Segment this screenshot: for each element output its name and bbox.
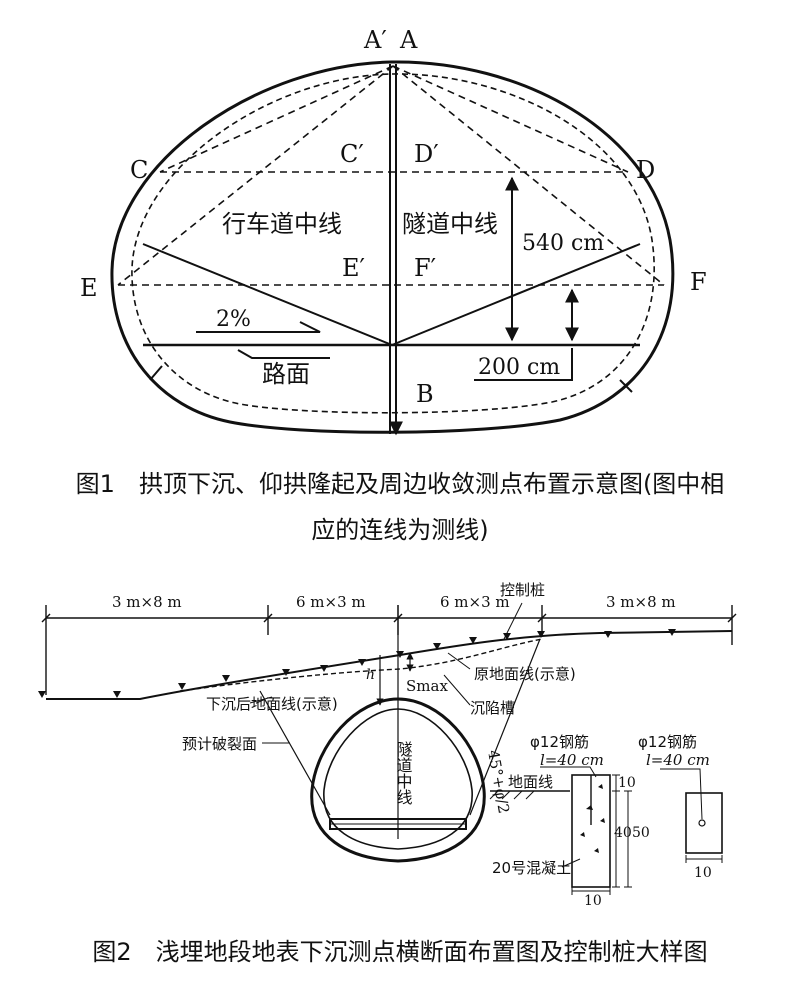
label-e: E <box>80 274 98 302</box>
fracture-line-right <box>469 638 541 816</box>
leader-settled <box>249 696 273 704</box>
label-f: F <box>690 268 707 296</box>
leader-trough <box>443 674 471 706</box>
road-leader <box>237 349 330 359</box>
label-fracture: 预计破裂面 <box>182 735 257 753</box>
label-h: h <box>366 667 375 683</box>
v-line-left <box>142 243 393 346</box>
label-original-ground: 原地面线(示意) <box>474 665 576 683</box>
label-w10-a: 10 <box>584 893 602 905</box>
label-lane-center: 行车道中线 <box>222 210 342 238</box>
dim-label-4: 3 m×8 m <box>606 593 676 611</box>
pile-detail-large <box>489 766 632 895</box>
label-w10-b: 10 <box>694 865 712 881</box>
fan-a-d <box>392 65 629 173</box>
label-ground-line: 地面线 <box>508 773 553 791</box>
label-a-prime: A′ <box>363 26 387 54</box>
label-road: 路面 <box>262 360 310 388</box>
figure1-caption-line2: 应的连线为测线) <box>311 516 489 544</box>
dim-label-1: 3 m×8 m <box>112 593 182 611</box>
label-d-prime: D′ <box>414 140 439 168</box>
pile-detail-small <box>660 768 723 863</box>
label-settled-ground: 下沉后地面线(示意) <box>206 695 338 713</box>
fan-a-f <box>392 65 665 286</box>
label-e-prime: E′ <box>342 254 365 282</box>
figure1-caption-line1: 图1 拱顶下沉、仰拱隆起及周边收敛测点布置示意图(图中相 <box>75 470 725 498</box>
label-dim-200: 200 cm <box>478 355 560 380</box>
fan-a-e <box>117 65 394 286</box>
fan-a-c <box>159 65 394 173</box>
label-trough: 沉陷槽 <box>470 699 515 717</box>
original-ground-line <box>46 630 733 700</box>
label-rebar-2-len: l=40 cm <box>646 751 710 769</box>
label-d40: 40 <box>614 825 632 841</box>
fracture-line-left <box>259 690 331 816</box>
dim-label-3: 6 m×3 m <box>440 593 510 611</box>
tunnel-section-outer <box>310 697 486 863</box>
label-slope: 2% <box>216 307 251 332</box>
label-dim-540: 540 cm <box>522 231 604 256</box>
label-control-pile: 控制桩 <box>500 581 545 599</box>
label-concrete: 20号混凝土 <box>492 859 571 877</box>
label-a: A <box>399 26 418 54</box>
label-rebar-1-len: l=40 cm <box>540 751 604 769</box>
label-c: C <box>130 156 148 184</box>
dim-label-2: 6 m×3 m <box>296 593 366 611</box>
label-tunnel-center-2: 隧道中线 <box>394 741 413 805</box>
label-b: B <box>416 380 434 408</box>
label-d: D <box>636 156 655 184</box>
label-tunnel-center: 隧道中线 <box>402 210 498 238</box>
tunnel-inner-outline <box>131 73 655 414</box>
label-f-prime: F′ <box>414 254 436 282</box>
leader-original-ground <box>447 652 471 670</box>
invert-corner-left <box>149 365 163 381</box>
survey-markers <box>38 629 676 698</box>
label-rebar-1: φ12钢筋 <box>530 733 589 751</box>
figure2-diagram: 3 m×8 m 6 m×3 m 6 m×3 m 3 m×8 m h Smax 隧… <box>38 581 737 905</box>
leader-control-pile <box>503 602 523 640</box>
dim-200-leader <box>474 348 573 381</box>
invert-corner-right <box>619 379 633 393</box>
tunnel-section-inner <box>323 708 473 850</box>
settled-ground-line <box>179 638 543 692</box>
label-rebar-2: φ12钢筋 <box>638 733 697 751</box>
slope-arrow <box>196 321 321 333</box>
label-d50: 50 <box>632 825 650 841</box>
label-smax: Smax <box>406 677 448 695</box>
label-c-prime: C′ <box>340 140 364 168</box>
label-d10-top: 10 <box>618 775 636 791</box>
figure1-diagram: A′ A C C′ D′ D E E′ F′ F B 行车道中线 隧道中线 54… <box>80 26 707 436</box>
figure2-caption: 图2 浅埋地段地表下沉测点横断面布置图及控制桩大样图 <box>92 938 708 966</box>
